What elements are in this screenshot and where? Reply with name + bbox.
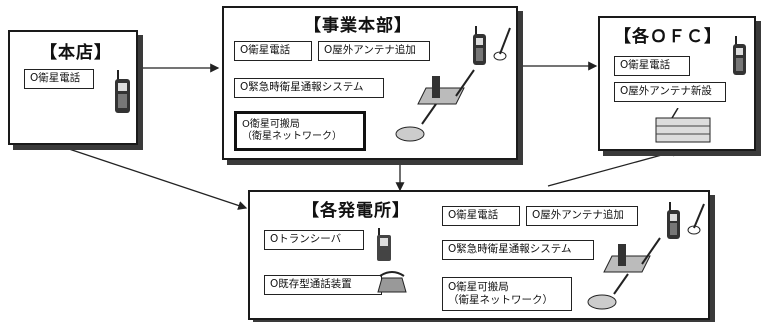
emergency-terminal-icon <box>417 69 475 105</box>
emergency-terminal-icon <box>603 237 661 273</box>
satellite-phone-icon <box>473 26 486 65</box>
jigyo-item-antenna: O屋外アンテナ追加 <box>318 41 430 61</box>
hatsuden-item-phone-device: O既存型通話装置 <box>264 275 382 295</box>
hatsuden-item-transceiver: Oトランシーバ <box>264 230 364 250</box>
satellite-phone-icon <box>667 202 680 239</box>
ofc-item-sat-phone: O衛星電話 <box>614 56 690 76</box>
portable-dish-icon <box>587 273 629 310</box>
hatsuden-portable-line1: O衛星可搬局 <box>448 280 509 293</box>
jigyo-portable-line1: O衛星可搬局 <box>242 118 300 130</box>
portable-dish-icon <box>395 103 437 142</box>
jigyo-title: 【事業本部】 <box>304 16 412 36</box>
honten-panel: 【本店】 O衛星電話 <box>8 30 138 145</box>
arrow-honten-hatsuden <box>51 139 248 210</box>
hatsuden-item-sat-phone: O衛星電話 <box>442 206 520 226</box>
jigyo-portable-line2: （衛星ネットワーク） <box>242 131 342 142</box>
hatsuden-portable-line2: （衛星ネットワーク） <box>448 294 553 306</box>
honten-item-sat-phone: O衛星電話 <box>24 69 94 89</box>
arrow-ofc-hatsuden <box>547 147 682 187</box>
hatsuden-item-antenna: O屋外アンテナ追加 <box>526 206 638 226</box>
hatsuden-item-portable-station: O衛星可搬局 （衛星ネットワーク） <box>442 277 572 311</box>
antenna-icon <box>687 203 705 235</box>
jigyo-item-portable-station: O衛星可搬局 （衛星ネットワーク） <box>234 111 366 151</box>
jigyo-item-emergency-system: O緊急時衛星通報システム <box>234 78 384 98</box>
honten-title: 【本店】 <box>40 43 112 63</box>
jigyo-item-sat-phone: O衛星電話 <box>234 41 312 61</box>
jigyo-panel: 【事業本部】 O衛星電話 O屋外アンテナ追加 O緊急時衛星通報システム O衛星可… <box>222 6 518 160</box>
antenna-icon <box>493 27 511 61</box>
transceiver-icon <box>377 228 391 261</box>
hatsuden-panel: 【各発電所】 O衛星電話 O屋外アンテナ追加 Oトランシーバ O緊急時衛星通報シ… <box>248 190 710 320</box>
satellite-phone-icon <box>115 70 130 113</box>
hatsuden-title: 【各発電所】 <box>302 201 410 221</box>
ofc-item-antenna: O屋外アンテナ新設 <box>614 82 726 102</box>
ofc-panel: 【各ＯＦＣ】 O衛星電話 O屋外アンテナ新設 <box>598 16 756 151</box>
hatsuden-item-emergency-system: O緊急時衛星通報システム <box>442 240 594 260</box>
desk-phone-icon <box>377 271 407 293</box>
ofc-title: 【各ＯＦＣ】 <box>614 27 722 47</box>
antenna-building-icon <box>655 108 711 143</box>
satellite-phone-icon <box>733 36 746 75</box>
